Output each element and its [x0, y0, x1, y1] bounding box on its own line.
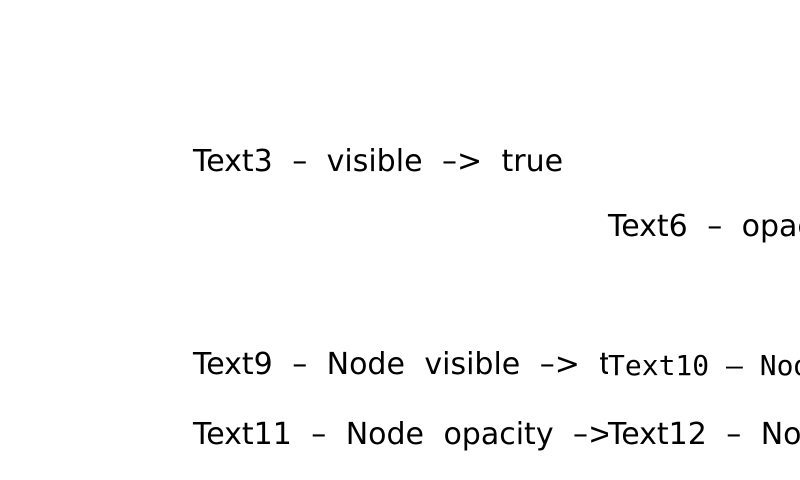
label-text11: Text11 – Node opacity –> 0: [193, 417, 652, 453]
label-text9: Text9 – Node visible –> true: [193, 347, 661, 383]
label-text12: Text12 – Node: [608, 417, 800, 453]
label-text6: Text6 – opacity: [608, 209, 800, 245]
label-text3: Text3 – visible –> true: [193, 144, 564, 180]
label-text10: Text10 – Node: [608, 348, 800, 384]
